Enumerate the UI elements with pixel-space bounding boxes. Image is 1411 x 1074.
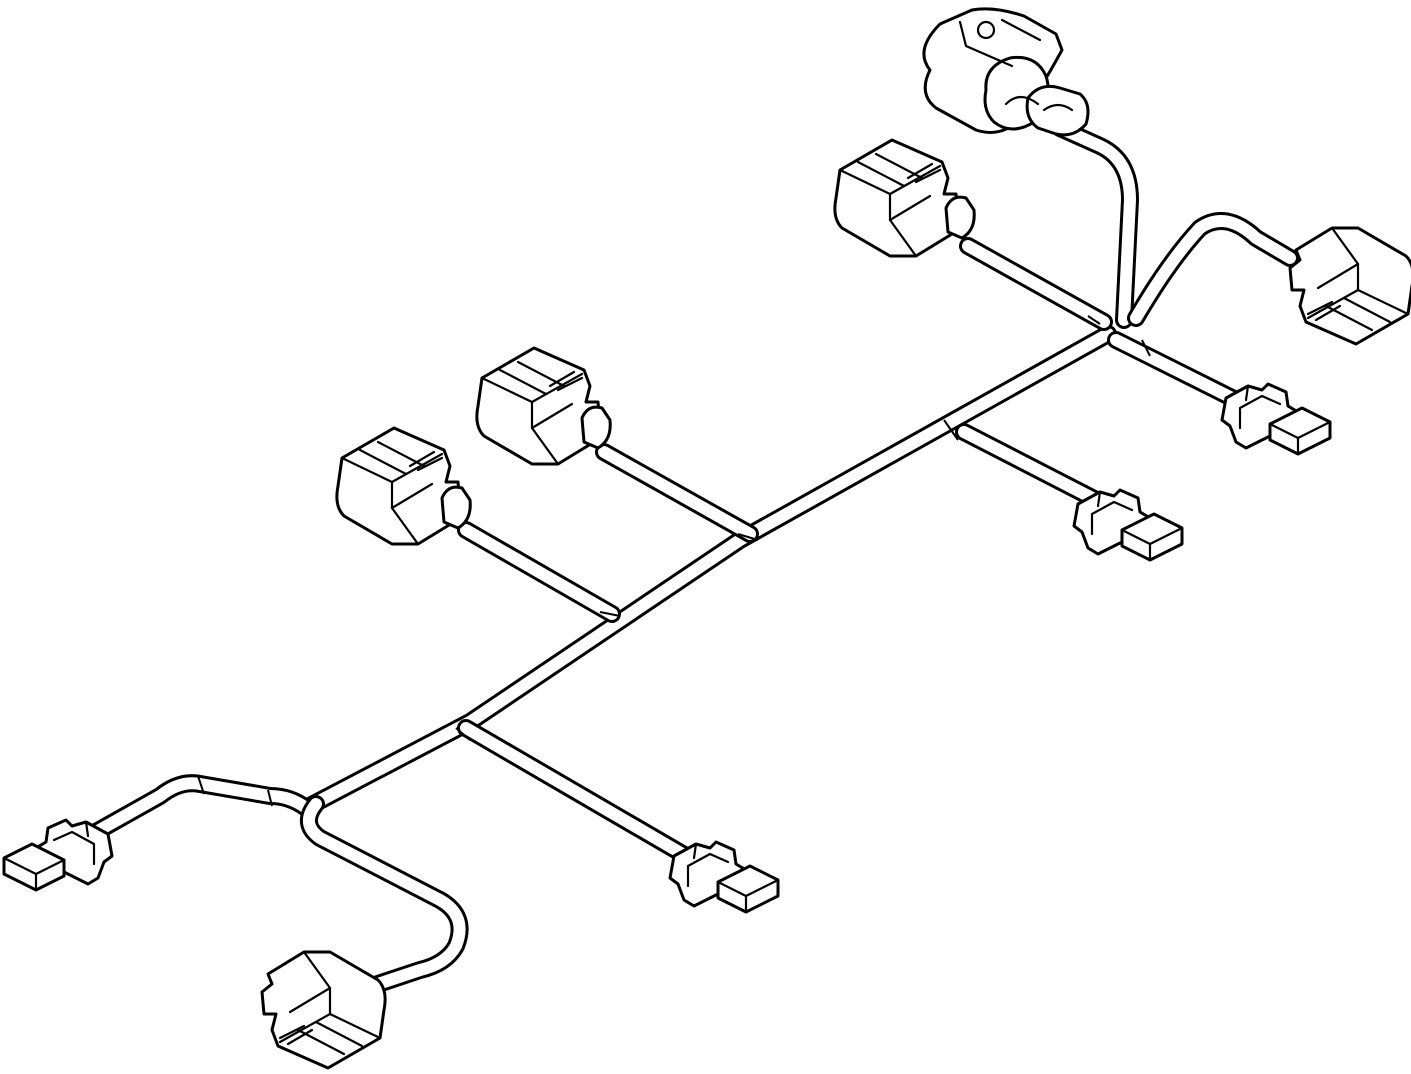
upper-left-large-connector xyxy=(833,138,976,258)
far-left-small-connector xyxy=(2,818,114,892)
bottom-small-connector xyxy=(668,840,780,914)
cable-group xyxy=(87,119,1299,995)
bottom-large-connector xyxy=(260,950,387,1070)
right-small-connector xyxy=(1220,382,1332,456)
left-large-connector xyxy=(335,426,472,546)
round-connector xyxy=(922,7,1090,137)
right-upper-connector xyxy=(1288,226,1411,346)
mid-large-connector xyxy=(475,346,612,466)
mid-small-connector xyxy=(1072,488,1184,562)
